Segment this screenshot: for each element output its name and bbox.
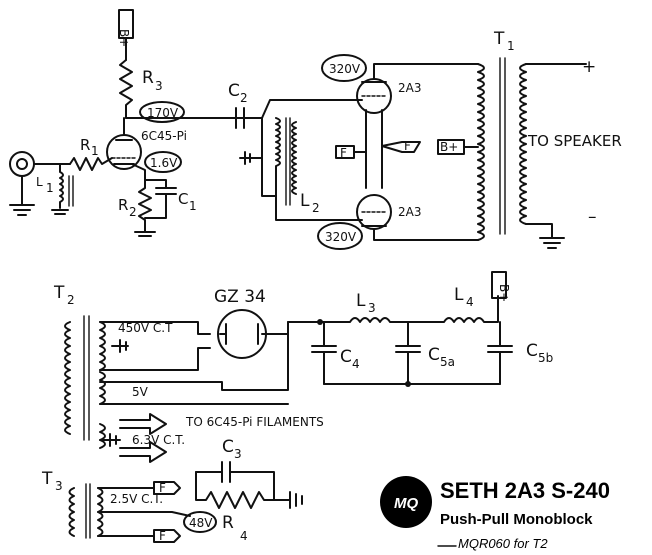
title-caption: MQR060 for T2 xyxy=(458,536,548,551)
voltage-1-6v xyxy=(144,151,182,173)
r1-label: R xyxy=(80,136,90,154)
output-transformer-t1 xyxy=(477,57,587,249)
logo: MQ xyxy=(380,476,432,528)
t1-sub: 1 xyxy=(507,39,515,53)
voltage-320v-top xyxy=(321,54,367,82)
c2-label: C xyxy=(228,81,240,101)
v63ct-label: 6.3V C.T. xyxy=(132,433,185,447)
l3-label: L xyxy=(356,291,366,311)
filter-chain xyxy=(311,295,513,387)
power-transformer-t2 xyxy=(64,315,321,449)
f1-label: F xyxy=(340,146,347,160)
c4-sub: 4 xyxy=(352,357,360,371)
c1-sub: 1 xyxy=(189,199,197,213)
capacitor-c2 xyxy=(235,107,245,129)
bplus-terminal-right xyxy=(491,271,507,299)
voltage-48v xyxy=(183,511,217,533)
c1-label: C xyxy=(178,190,188,208)
r2-sub: 2 xyxy=(129,205,137,219)
voltage-170v xyxy=(125,101,263,123)
v25ct-label: 2.5V C.T. xyxy=(110,492,163,506)
title-subtitle: Push-Pull Monoblock xyxy=(440,511,593,528)
resistor-r2 xyxy=(134,177,156,237)
c5b-sub: 5b xyxy=(538,351,553,365)
bplus-terminal-top xyxy=(118,9,134,61)
filaments-label: TO 6C45-Pi FILAMENTS xyxy=(185,415,324,429)
l4-label: L xyxy=(454,285,464,305)
t2-sub: 2 xyxy=(67,293,75,307)
l4-sub: 4 xyxy=(466,295,474,309)
to-speaker-label: TO SPEAKER xyxy=(527,132,622,150)
tube-bot-label: 2A3 xyxy=(398,205,421,219)
f4-label: F xyxy=(159,529,166,543)
grid-choke-l1 xyxy=(51,163,74,215)
title-main: SETH 2A3 S-240 xyxy=(440,478,610,503)
resistor-r1 xyxy=(69,157,113,171)
filament-tag-f2 xyxy=(381,141,421,153)
capacitor-c3 xyxy=(195,461,275,501)
filament-transformer-t3 xyxy=(68,483,191,539)
t2-label: T xyxy=(53,283,65,303)
t1-label: T xyxy=(493,29,505,49)
c3-label: C xyxy=(222,437,234,457)
r4-label: R xyxy=(222,513,234,533)
l1-label: L xyxy=(36,175,43,189)
c5a-label: C xyxy=(428,345,440,365)
logo-text: MQ xyxy=(394,495,418,512)
r2-label: R xyxy=(118,196,128,214)
capacitor-c1 xyxy=(144,179,177,219)
bplus-mid-label: B+ xyxy=(440,140,458,154)
filament-tag-f3 xyxy=(153,481,181,495)
filament-arrows xyxy=(119,413,167,463)
filament-tag-f4 xyxy=(153,529,181,543)
c4-label: C xyxy=(340,347,352,367)
voltage-320v-bot-label: 320V xyxy=(325,230,357,244)
bplus-terminal-mid xyxy=(437,139,479,155)
output-tube-top-2a3 xyxy=(356,63,479,189)
input-jack xyxy=(9,151,71,216)
t3-label: T xyxy=(41,469,53,489)
driver-tube-label: 6C45-Pi xyxy=(141,129,187,143)
interstage-l2 xyxy=(239,99,363,221)
c5a-sub: 5a xyxy=(440,355,455,369)
resistor-r3 xyxy=(119,59,133,119)
filament-tag-f1 xyxy=(335,145,367,159)
v450ct-label: 450V C.T xyxy=(118,321,173,335)
voltage-1-6v-label: 1.6V xyxy=(150,156,178,170)
f2-label: F xyxy=(404,139,411,153)
r3-label: R xyxy=(142,68,154,88)
r1-sub: 1 xyxy=(91,144,99,158)
resistor-r4 xyxy=(195,471,303,509)
output-tube-bot-2a3 xyxy=(356,194,479,241)
l1-sub: 1 xyxy=(46,181,54,195)
voltage-320v-top-label: 320V xyxy=(329,62,361,76)
voltage-170v-label: 170V xyxy=(147,106,179,120)
f3-label: F xyxy=(159,481,166,495)
bplus-top-label: B+ xyxy=(117,29,131,47)
voltage-320v-bot xyxy=(317,222,363,250)
c5b-label: C xyxy=(526,341,538,361)
l2-label: L xyxy=(300,191,310,211)
minus-label: – xyxy=(588,207,597,227)
tube-top-label: 2A3 xyxy=(398,81,421,95)
plus-label: + xyxy=(582,57,596,77)
v5-label: 5V xyxy=(132,385,149,399)
bplus-right-label: B+ xyxy=(497,284,511,302)
c2-sub: 2 xyxy=(240,91,248,105)
voltage-48v-label: 48V xyxy=(189,516,213,530)
rectifier-label: GZ 34 xyxy=(214,287,266,307)
r4-sub: 4 xyxy=(240,529,248,543)
l3-sub: 3 xyxy=(368,301,376,315)
driver-tube-6c45 xyxy=(106,117,146,179)
c3-sub: 3 xyxy=(234,447,242,461)
r3-sub: 3 xyxy=(155,79,163,93)
t3-sub: 3 xyxy=(55,479,63,493)
l2-sub: 2 xyxy=(312,201,320,215)
rectifier-gz34 xyxy=(217,309,289,359)
